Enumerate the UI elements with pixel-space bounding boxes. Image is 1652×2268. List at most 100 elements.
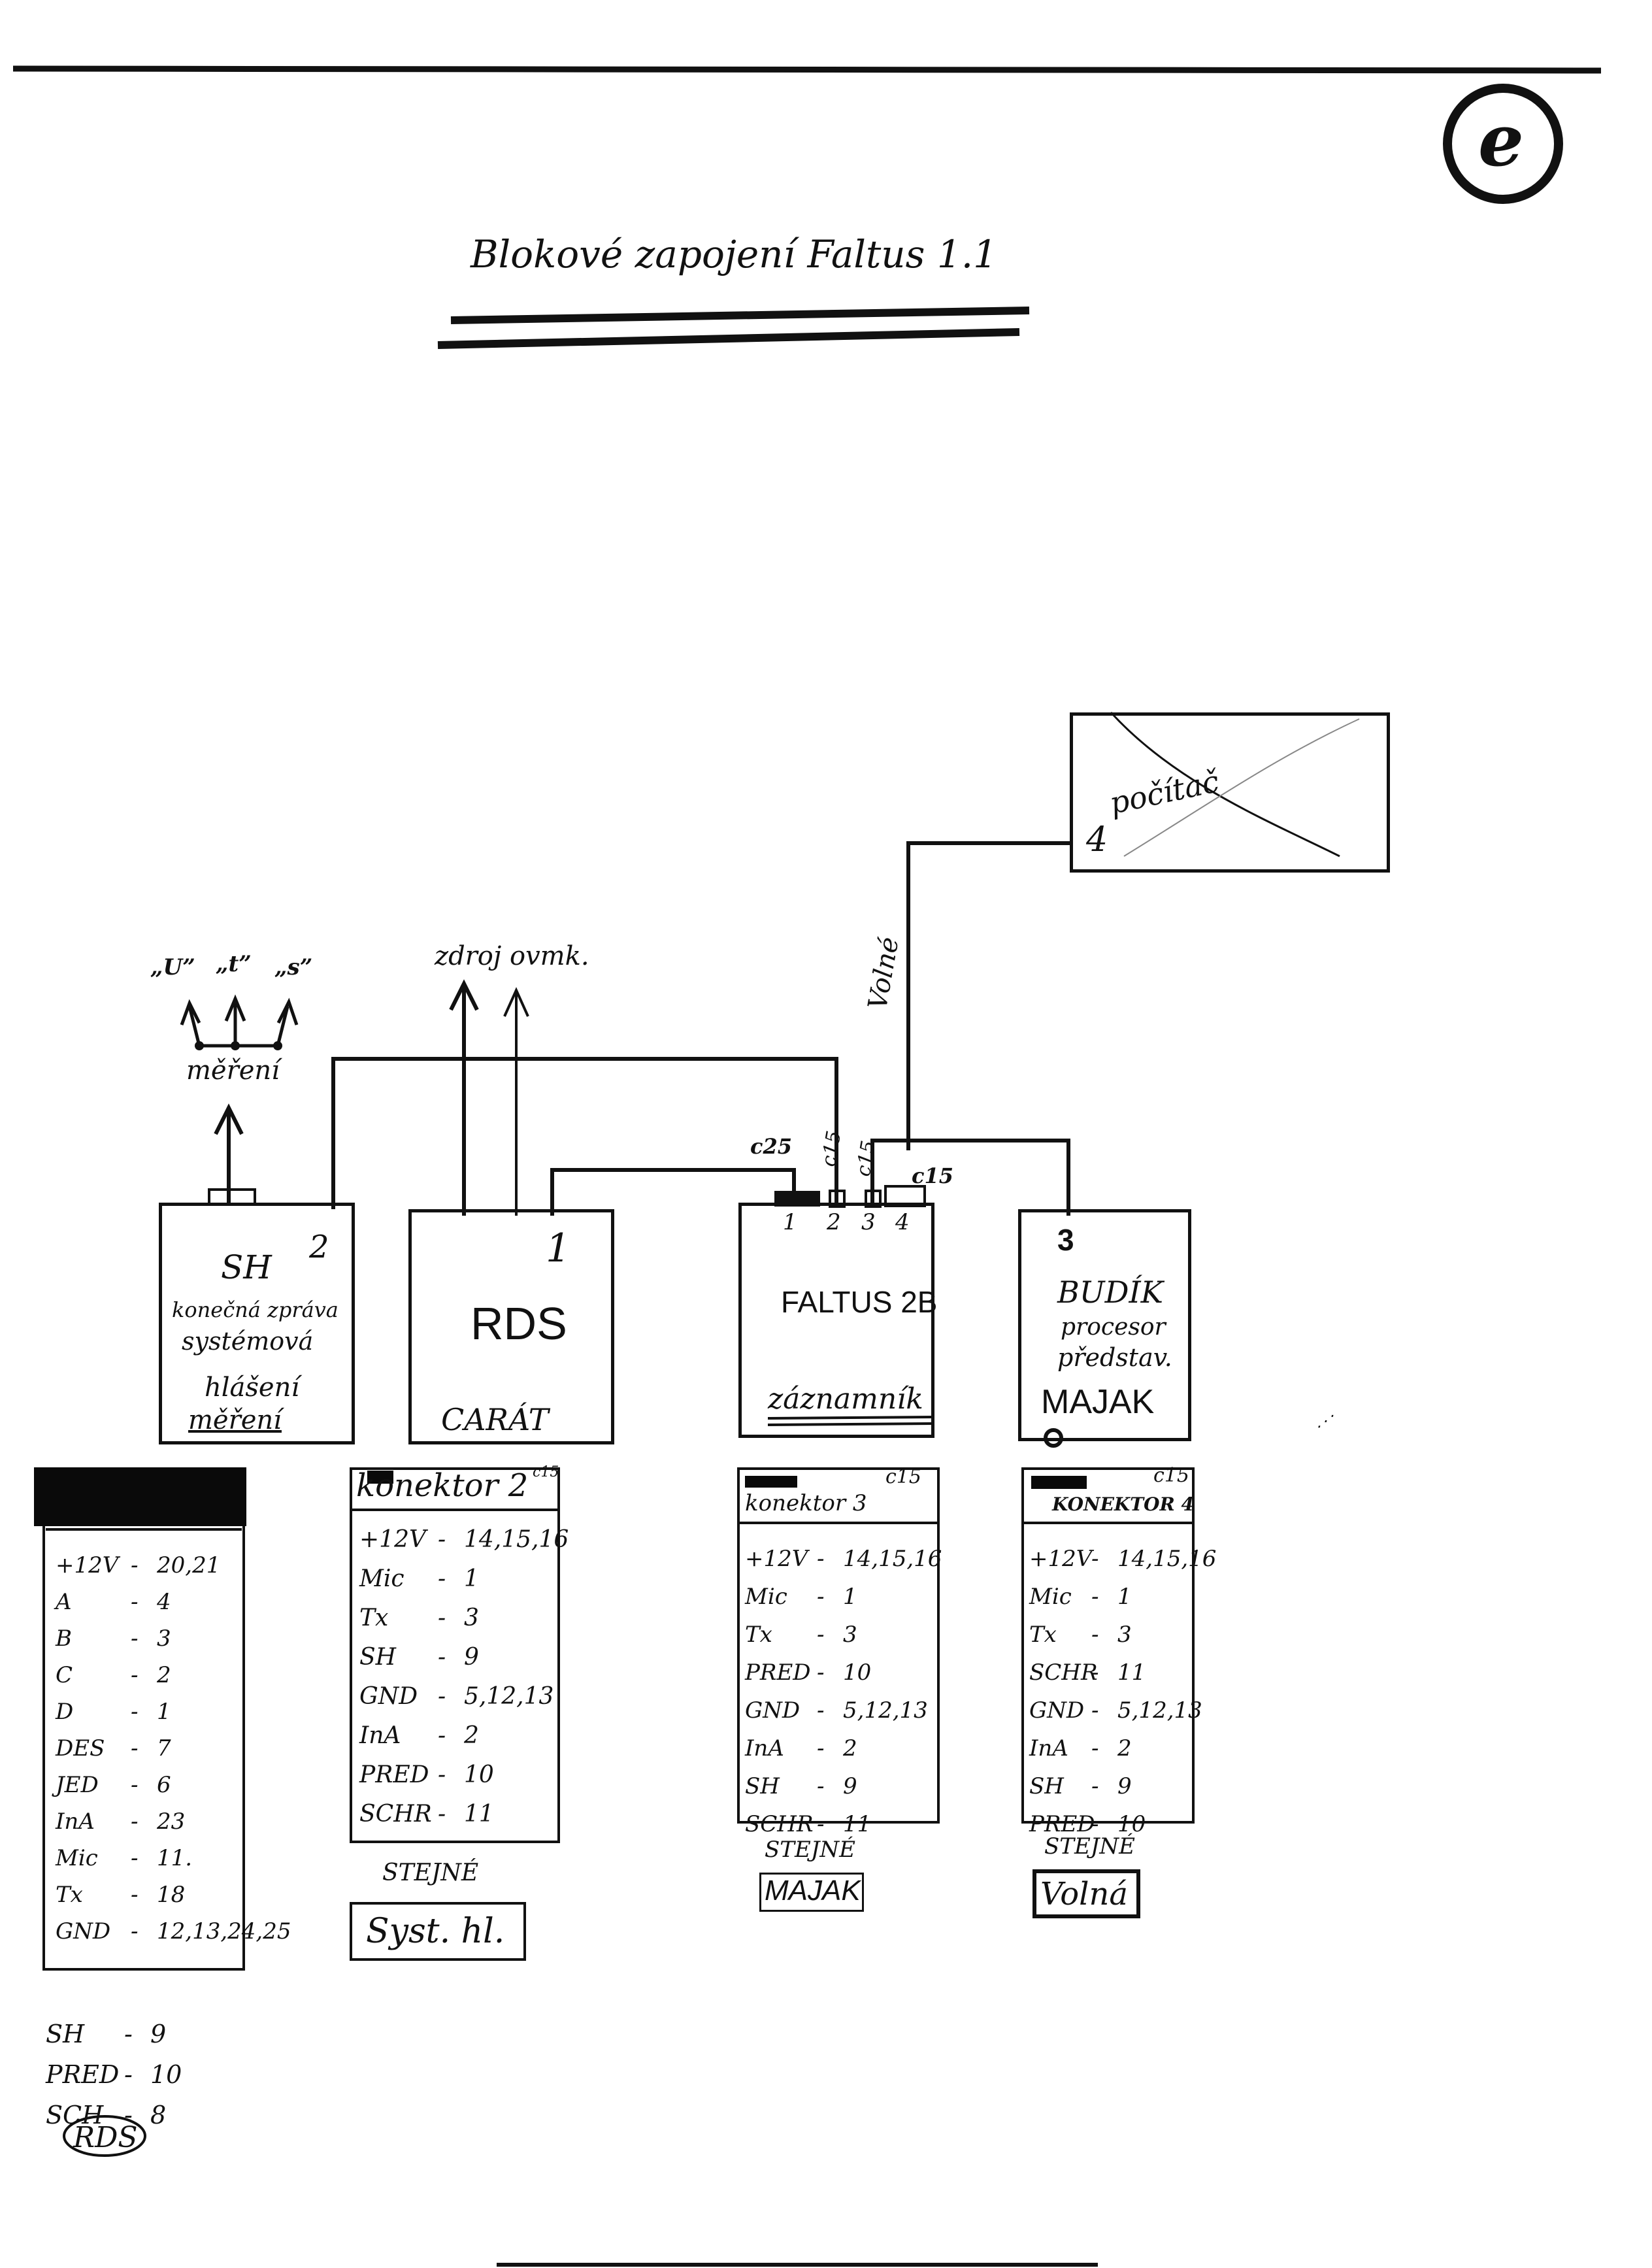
pin-value: 11 [843, 1811, 872, 1837]
pin-name: SCH [46, 2101, 104, 2129]
pin-name: PRED [359, 1761, 429, 1788]
pin-dash: - [817, 1584, 825, 1610]
pin-value: 4 [157, 1589, 171, 1615]
pin-dash: - [124, 2020, 133, 2048]
pin-value: 14,15,16 [1117, 1546, 1217, 1572]
pin-dash: - [817, 1546, 825, 1572]
pin-name: PRED [1029, 1811, 1095, 1837]
block-sh-line-5: měření [188, 1405, 282, 1435]
pin-row: DES-7 [56, 1735, 171, 1761]
pin-value: 14,15,16 [843, 1546, 942, 1572]
pin-row: SH-9 [359, 1644, 479, 1671]
pin-value: 11 [464, 1801, 494, 1827]
connector-2-tag: Syst. hl. [366, 1912, 505, 1951]
computer-pin-number: 4 [1086, 820, 1108, 859]
pin-row: Mic-1 [359, 1565, 479, 1592]
connector-table-4 [1021, 1467, 1195, 1824]
connector-3-header: konektor 3 [745, 1490, 867, 1516]
pin-name: B [56, 1626, 72, 1652]
pin-row: Tx-3 [745, 1622, 857, 1648]
pin-row: +12V-14,15,16 [359, 1526, 569, 1553]
pin-dash: - [438, 1761, 446, 1788]
pin-name: A [56, 1589, 72, 1615]
faltus-pin-1: 1 [783, 1209, 797, 1235]
top-rule [12, 65, 1602, 74]
pin-name: GND [359, 1683, 418, 1710]
block-rds-number: 1 [546, 1226, 571, 1271]
pin-name: +12V [56, 1552, 119, 1578]
pin-row: +12V-14,15,16 [745, 1546, 942, 1572]
pin-value: 6 [157, 1772, 171, 1798]
faltus-connector-3 [865, 1190, 882, 1208]
computer-label: počítač [1106, 763, 1223, 822]
pin-value: 10 [1117, 1811, 1146, 1837]
pin-row: SH-9 [745, 1773, 857, 1799]
pin-dash: - [131, 1845, 139, 1871]
pin-row: Tx-3 [359, 1605, 479, 1631]
pin-name: InA [56, 1809, 95, 1835]
pin-value: 1 [1117, 1584, 1132, 1610]
pin-dash: - [817, 1773, 825, 1799]
pin-dash: - [131, 1626, 139, 1652]
pin-value: 7 [157, 1735, 171, 1761]
copyright-logo: e [1478, 98, 1524, 182]
pin-value: 2 [157, 1662, 171, 1688]
page-title: Blokové zapojení Faltus 1.1 [471, 232, 998, 276]
pin-dash: - [1091, 1735, 1099, 1761]
title-underline-2 [437, 328, 1020, 349]
pin-value: 1 [157, 1699, 171, 1725]
pin-row: +12V-14,15,16 [1029, 1546, 1216, 1572]
pin-name: SH [1029, 1773, 1064, 1799]
pin-name: InA [745, 1735, 784, 1761]
pin-dash: - [817, 1697, 825, 1724]
pin-dash: - [131, 1699, 139, 1725]
pin-value: 2 [843, 1735, 857, 1761]
pin-name: SH [46, 2020, 85, 2048]
block-faltus: FALTUS 2B záznamník [738, 1203, 938, 1438]
pin-value: 10 [843, 1659, 872, 1686]
connector-2-stejne: STEJNÉ [382, 1859, 479, 1886]
connector-2-header: konektor 2 [356, 1467, 529, 1504]
label-c15-c: c15 [912, 1163, 954, 1188]
pin-value: 2 [1117, 1735, 1132, 1761]
block-sh: 2 SH konečná zpráva systémová hlášení mě… [159, 1203, 355, 1444]
connector-table-2 [350, 1467, 560, 1843]
block-sh-line-4: hlášení [205, 1373, 300, 1403]
connector-table-3 [737, 1467, 940, 1824]
pin-value: 5,12,13 [464, 1683, 554, 1710]
stray-mark: ⋰ [1317, 1412, 1332, 1430]
pin-row: Mic-1 [745, 1584, 857, 1610]
pin-dash: - [438, 1644, 446, 1671]
pin-name: InA [359, 1722, 401, 1749]
pin-row: GND-12,13,24,25 [56, 1918, 291, 1944]
pin-name: PRED [745, 1659, 811, 1686]
pin-row: GND-5,12,13 [1029, 1697, 1202, 1724]
pin-row: D-1 [56, 1699, 171, 1725]
pin-value: 5,12,13 [843, 1697, 928, 1724]
mereni-top-label: měření [186, 1056, 280, 1086]
wire-sh-faltus [331, 1057, 838, 1209]
pin-value: 11 [1117, 1659, 1146, 1686]
block-rds: 1 RDS CARÁT [408, 1209, 614, 1444]
pin-dash: - [131, 1882, 139, 1908]
pin-row: PRED-10 [46, 2060, 182, 2089]
pin-row: B -3 [56, 1626, 171, 1652]
pin-row: A-4 [56, 1589, 171, 1615]
pin-value: 3 [157, 1626, 171, 1652]
pin-name: +12V [745, 1546, 808, 1572]
pin-row: PRED-10 [745, 1659, 871, 1686]
block-sh-line-2: konečná zpráva [172, 1297, 339, 1322]
rds-tag-oval [63, 2115, 146, 2157]
block-faltus-name: FALTUS 2B [781, 1285, 938, 1319]
pin-name: Tx [56, 1882, 83, 1908]
pin-value: 11. [157, 1845, 193, 1871]
pin-value: 3 [1117, 1622, 1132, 1648]
wire-volne [906, 841, 1072, 1150]
signal-u: „U” [150, 954, 195, 980]
pin-row: SCH-8 [46, 2101, 166, 2129]
pin-dash: - [1091, 1773, 1099, 1799]
pin-name: DES [56, 1735, 105, 1761]
pin-row: SH-9 [1029, 1773, 1132, 1799]
pin-name: InA [1029, 1735, 1068, 1761]
pin-value: 5,12,13 [1117, 1697, 1202, 1724]
